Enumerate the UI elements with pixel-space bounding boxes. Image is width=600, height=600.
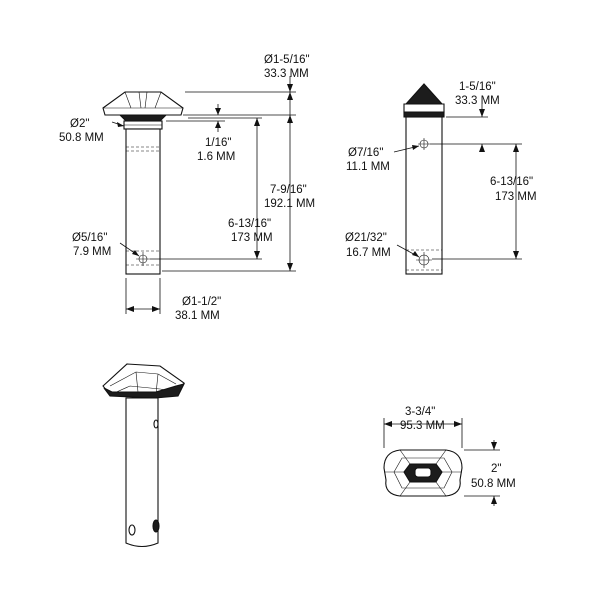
iso-bottom-hole bbox=[152, 519, 160, 533]
front-cap bbox=[102, 91, 184, 116]
top-length-in: 3-3/4" bbox=[405, 406, 435, 418]
side-hole-spacing-mm: 173 MM bbox=[495, 191, 537, 203]
front-base-dia-in: Ø2" bbox=[70, 118, 89, 130]
front-view bbox=[102, 91, 184, 275]
front-cap-dia-mm: 33.3 MM bbox=[264, 68, 309, 80]
side-bottom-hole-dia-mm: 16.7 MM bbox=[346, 247, 391, 259]
iso-view bbox=[102, 363, 186, 548]
side-view-dimensions bbox=[393, 104, 522, 260]
top-view-dimensions bbox=[383, 418, 500, 506]
top-view bbox=[383, 449, 463, 497]
iso-top-hole bbox=[153, 419, 159, 429]
front-cap-base bbox=[118, 114, 168, 122]
front-height-in: 7-9/16" bbox=[270, 184, 307, 196]
iso-tube bbox=[125, 397, 159, 548]
side-cap-top bbox=[404, 83, 444, 105]
side-top-hole-dia-mm: 11.1 MM bbox=[346, 161, 390, 173]
front-hole-height-in: 6-13/16" bbox=[228, 218, 271, 230]
front-base-dia-mm: 50.8 MM bbox=[59, 132, 104, 144]
front-hole-dia-in: Ø5/16" bbox=[72, 232, 107, 244]
front-height-mm: 192.1 MM bbox=[264, 198, 315, 210]
front-tube bbox=[125, 128, 161, 275]
front-hole-dia-mm: 7.9 MM bbox=[73, 246, 111, 258]
front-width-in: Ø1-1/2" bbox=[182, 296, 221, 308]
front-width-mm: 38.1 MM bbox=[175, 310, 220, 322]
top-width-mm: 50.8 MM bbox=[471, 478, 516, 490]
side-cap-height-in: 1-5/16" bbox=[459, 81, 496, 93]
top-length-mm: 95.3 MM bbox=[400, 420, 445, 432]
side-view bbox=[403, 83, 445, 275]
top-center-slot bbox=[414, 467, 432, 478]
front-cap-dia-in: Ø1-5/16" bbox=[264, 54, 310, 66]
side-hole-spacing-in: 6-13/16" bbox=[490, 176, 533, 188]
side-cap-band bbox=[403, 103, 445, 113]
front-hole-height-mm: 173 MM bbox=[231, 232, 273, 244]
front-view-dimensions bbox=[111, 76, 296, 314]
front-gap-in: 1/16" bbox=[205, 137, 231, 149]
front-gap-mm: 1.6 MM bbox=[197, 151, 235, 163]
side-top-hole-dia-in: Ø7/16" bbox=[348, 147, 383, 159]
side-cap-height-mm: 33.3 MM bbox=[455, 95, 500, 107]
top-width-in: 2" bbox=[491, 463, 501, 475]
side-bottom-hole-dia-in: Ø21/32" bbox=[345, 232, 387, 244]
